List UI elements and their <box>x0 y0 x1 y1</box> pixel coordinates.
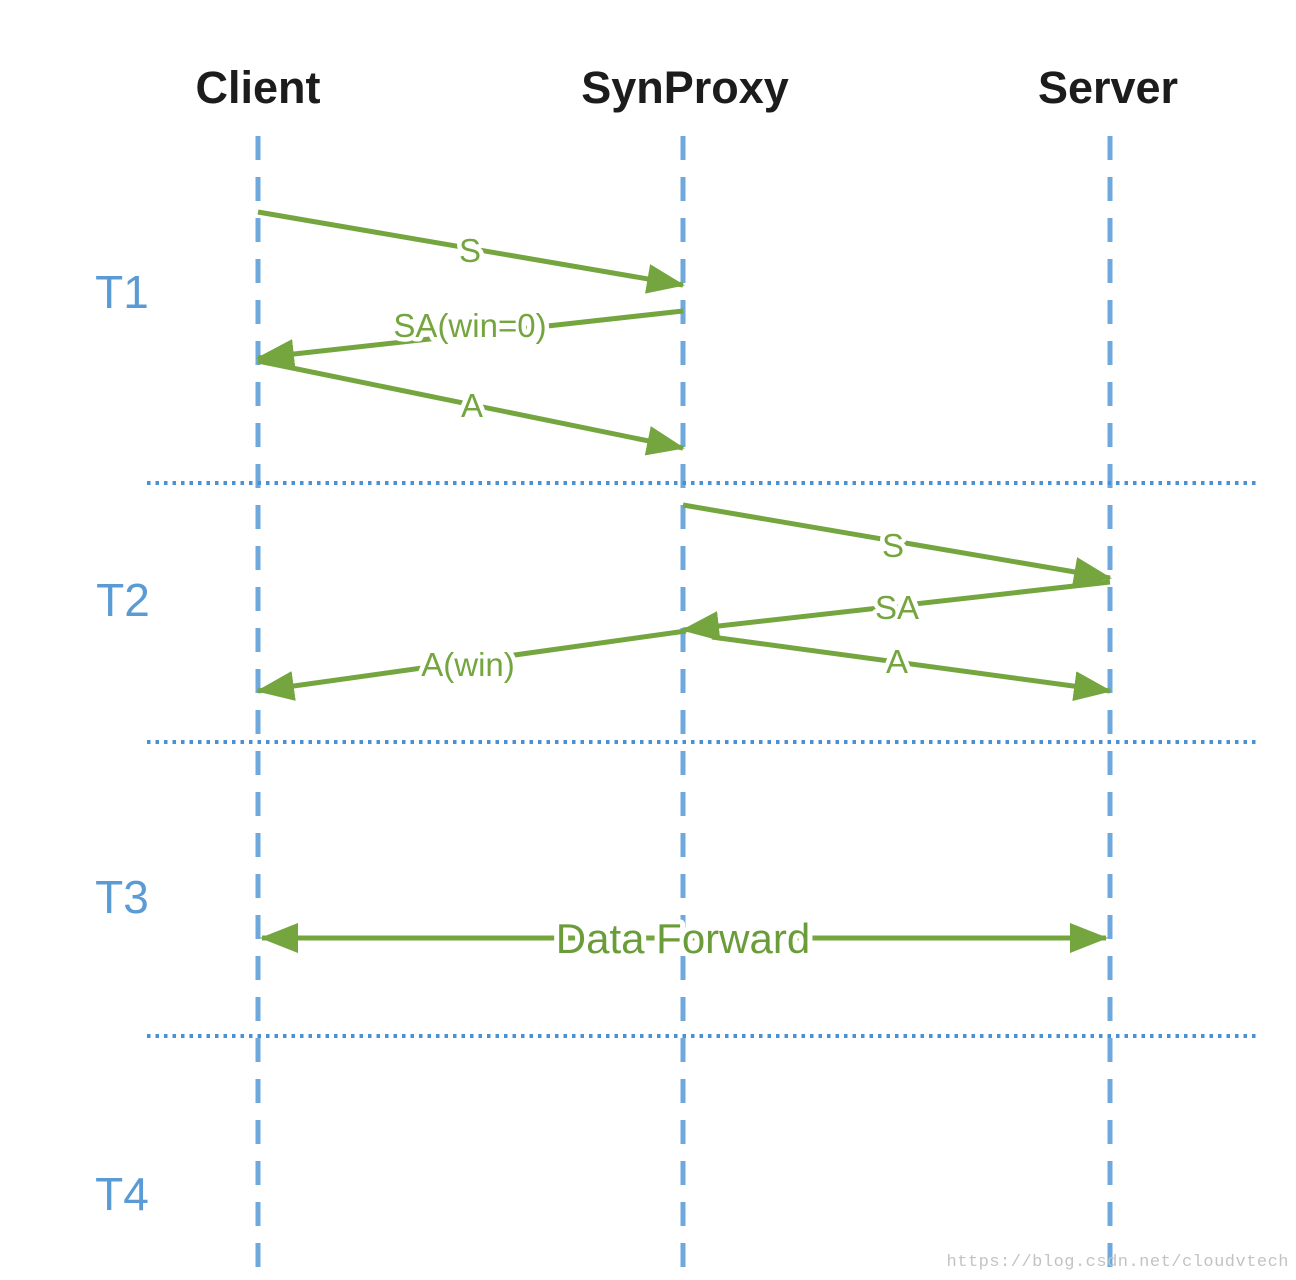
arrow-t1-syn-client-to-synproxy <box>257 209 685 294</box>
arrow-t1-ack-client-to-synproxy <box>257 358 685 456</box>
time-label-t2: T2 <box>96 574 150 626</box>
time-label-t1: T1 <box>95 266 149 318</box>
actor-client-label: Client <box>195 62 320 113</box>
arrow-t2-syn-synproxy-to-server <box>682 502 1112 587</box>
label-t1-syn: S <box>459 232 481 269</box>
arrow-t2-ack-synproxy-to-server <box>711 634 1112 702</box>
label-t3-data-forward: Data Forward <box>556 915 810 962</box>
watermark-url: https://blog.csdn.net/cloudvtech <box>947 1253 1289 1272</box>
label-t2-synack: SA <box>875 589 919 626</box>
time-label-t4: T4 <box>95 1168 149 1220</box>
label-t1-ack: A <box>461 387 483 424</box>
time-label-t3: T3 <box>95 871 149 923</box>
label-t2-ackwin: A(win) <box>421 646 515 683</box>
label-t2-syn: S <box>882 527 904 564</box>
label-t2-ack: A <box>886 643 908 680</box>
actor-synproxy-label: SynProxy <box>581 62 789 113</box>
arrow-t1-synack-synproxy-to-client <box>256 308 684 369</box>
actor-server-label: Server <box>1038 62 1178 113</box>
arrow-t2-ackwin-synproxy-to-client <box>256 628 687 701</box>
arrow-t2-synack-server-to-synproxy <box>681 579 1111 641</box>
label-t1-synack: SA(win=0) <box>393 307 546 344</box>
